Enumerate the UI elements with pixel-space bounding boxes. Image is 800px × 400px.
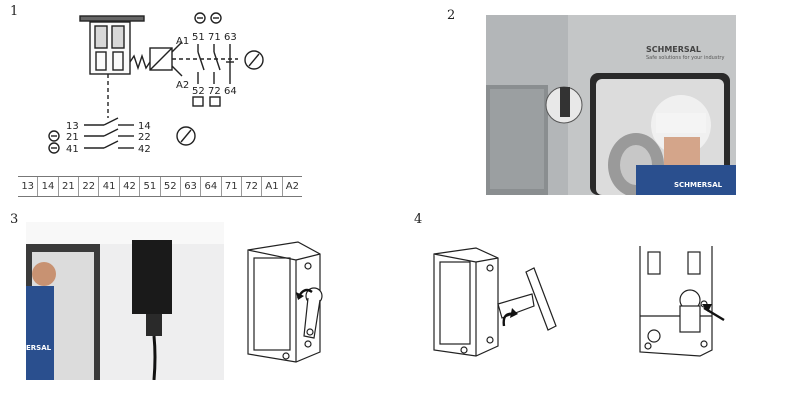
contact-label-left: 41	[66, 144, 79, 155]
terminal-cell: 64	[201, 177, 222, 196]
contact-label-bottom: 72	[208, 86, 221, 97]
coil-label-a1: A1	[176, 36, 189, 47]
coil-label-a2: A2	[176, 80, 189, 91]
contact-label-bottom: 52	[192, 86, 205, 97]
switch-drawing-unlock	[247, 241, 323, 363]
contact-label-top: 63	[224, 32, 237, 43]
terminal-cell: 14	[38, 177, 59, 196]
terminal-cell: 22	[79, 177, 100, 196]
vest-logo: ERSAL	[26, 344, 52, 352]
step-number-3: 3	[10, 212, 19, 227]
contact-label-right: 22	[138, 132, 151, 143]
contact-label-top: 51	[192, 32, 205, 43]
terminal-cell: 42	[120, 177, 141, 196]
step-number-2: 2	[447, 8, 456, 23]
terminal-cell: 41	[99, 177, 120, 196]
step-number-1: 1	[10, 4, 19, 19]
terminal-cell: 13	[18, 177, 39, 196]
machine-photo: SCHMERSAL Safe solutions for your indust…	[486, 15, 736, 195]
contact-label-right: 14	[138, 121, 151, 132]
terminal-table: 13 14 21 22 41 42 51 52 63 64 71 72 A1 A…	[18, 176, 302, 197]
terminal-cell: 72	[242, 177, 263, 196]
contact-label-right: 42	[138, 144, 151, 155]
terminal-cell: 71	[222, 177, 242, 196]
terminal-cell: 52	[161, 177, 181, 196]
terminal-cell: A1	[262, 177, 283, 196]
switch-drawing-key	[433, 247, 557, 357]
contact-label-left: 13	[66, 121, 79, 132]
contact-label-bottom: 64	[224, 86, 237, 97]
contact-label-left: 21	[66, 132, 79, 143]
terminal-cell: 63	[181, 177, 202, 196]
terminal-cell: 21	[59, 177, 80, 196]
switch-photo: ERSAL	[26, 222, 224, 380]
terminal-cell: A2	[285, 181, 299, 192]
contact-label-top: 71	[208, 32, 221, 43]
brand-tagline: Safe solutions for your industry	[646, 55, 725, 61]
wiring-schematic: A1 A2 51 71 63 52 72 64 13 14 21 22 41 4…	[48, 12, 264, 155]
brand-logo: SCHMERSAL	[646, 45, 701, 54]
terminal-cell: 51	[140, 177, 161, 196]
step-number-4: 4	[414, 212, 423, 227]
vest-logo: SCHMERSAL	[674, 181, 723, 189]
switch-drawing-front	[639, 246, 725, 357]
